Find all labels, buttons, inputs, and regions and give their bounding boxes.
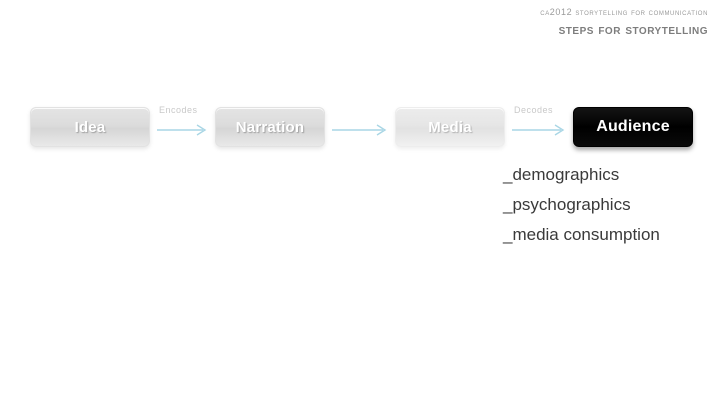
slide-header: CA2012 Storytelling for Communication St… [208,0,708,38]
process-flow-diagram: Idea Encodes Narration Media Decodes Aud… [0,100,720,160]
slide-title: Steps for Storytelling [558,21,708,37]
audience-detail-list: _demographics _psychographics _media con… [503,160,713,250]
flow-node-media[interactable]: Media [395,107,505,147]
connector-label-encodes: Encodes [159,105,198,115]
course-title: CA2012 Storytelling for Communication [540,7,708,17]
connector-label-decodes: Decodes [514,105,554,115]
flow-node-idea[interactable]: Idea [30,107,150,147]
flow-connector-encodes: Encodes [155,105,210,147]
arrow-right-icon [157,124,207,136]
flow-connector-middle [330,107,390,147]
list-item: _media consumption [503,225,660,244]
flow-node-label: Idea [74,118,106,136]
flow-node-label: Audience [596,118,670,135]
list-item: _demographics [503,165,620,184]
flow-node-narration[interactable]: Narration [215,107,325,147]
arrow-right-icon [512,124,565,136]
list-item: _psychographics [503,195,631,214]
arrow-right-icon [332,124,387,136]
flow-node-audience[interactable]: Audience [573,107,693,147]
flow-node-label: Media [428,118,472,136]
flow-connector-decodes: Decodes [510,105,568,147]
flow-node-label: Narration [235,118,305,136]
